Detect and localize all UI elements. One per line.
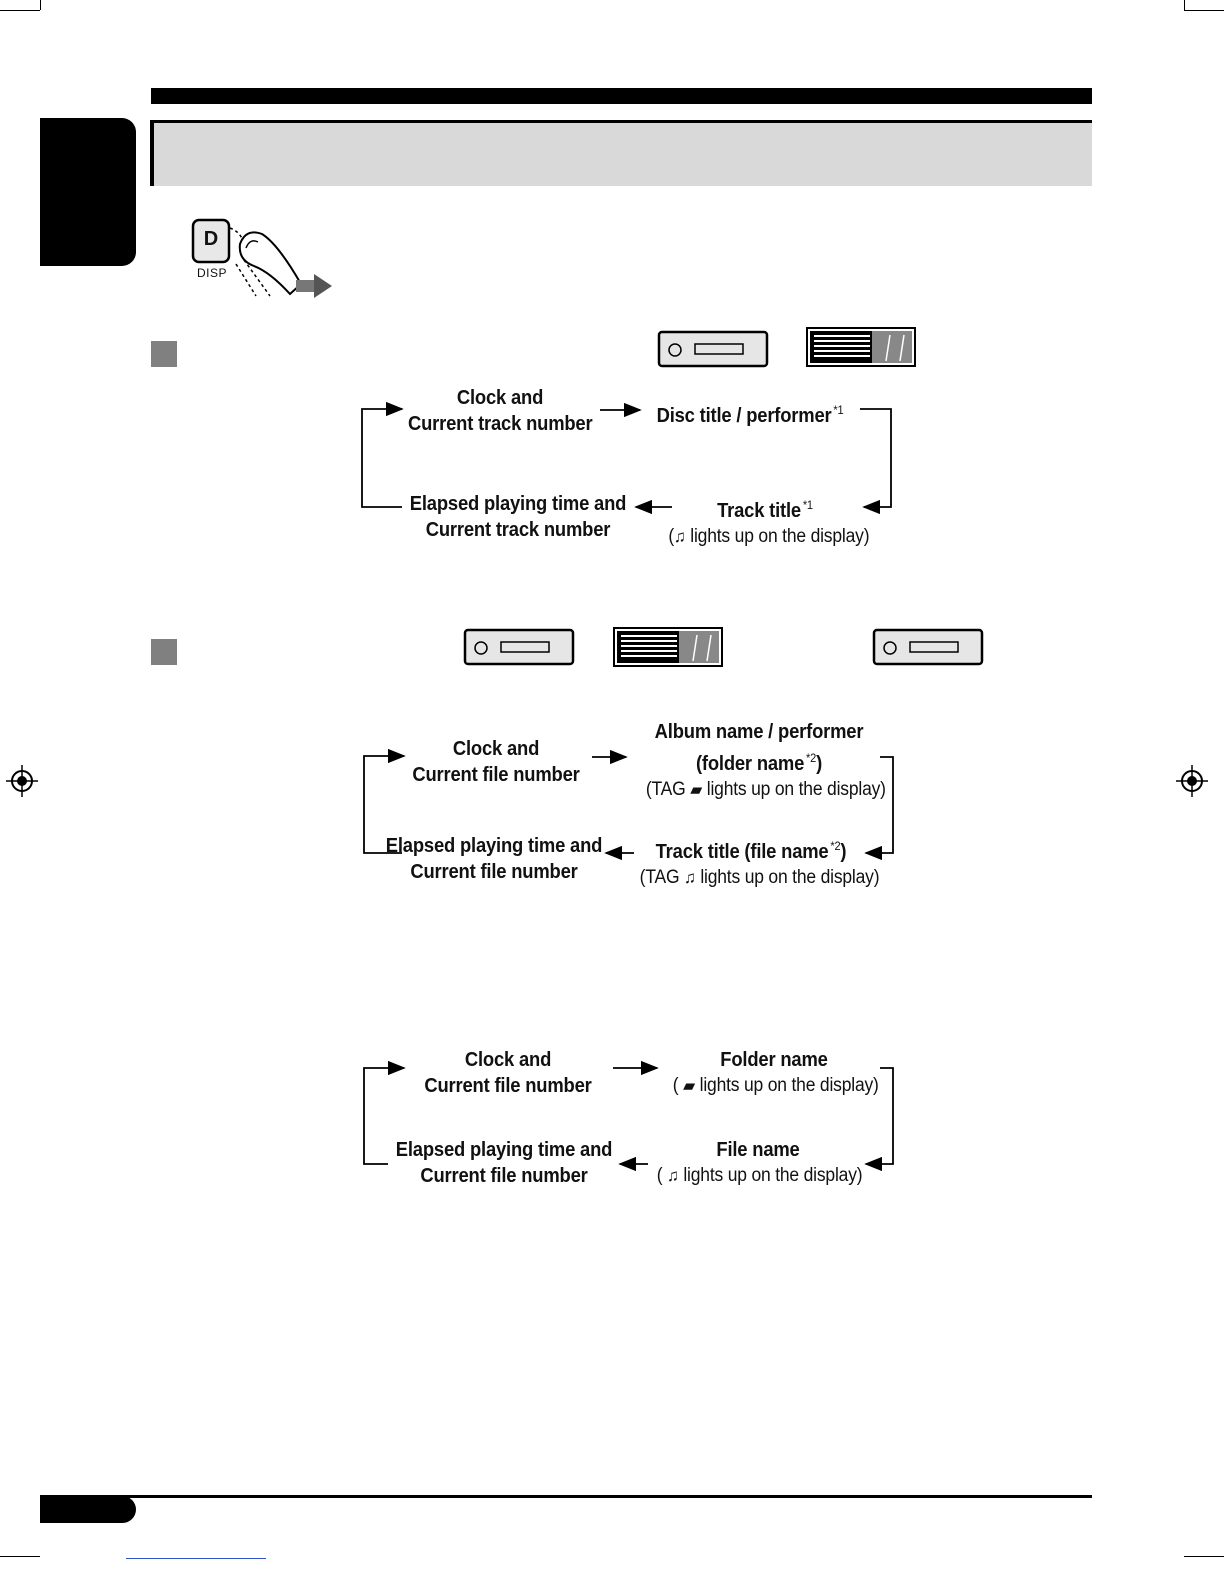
note-text: ( — [672, 1075, 684, 1096]
header-rule — [151, 88, 1092, 104]
folder-icon: ▰ — [683, 1076, 695, 1095]
crop-mark — [1184, 0, 1185, 10]
cycle-step-elapsed: Elapsed playing time and Current file nu… — [385, 833, 603, 885]
step-line: Clock and — [464, 1049, 552, 1071]
head-unit-closed-icon — [463, 628, 575, 666]
step-line: Album name / performer — [654, 721, 864, 743]
section-heading-band — [150, 120, 1092, 186]
step-line: Elapsed playing time and — [385, 835, 603, 857]
footnote-ref: *2 — [830, 839, 841, 853]
crop-mark — [1184, 1556, 1224, 1557]
note-icon: ♫ — [667, 1166, 679, 1185]
note-icon: ♫ — [684, 868, 696, 887]
crop-mark — [0, 1556, 40, 1557]
step-line: Clock and — [452, 738, 540, 760]
section-marker — [151, 341, 177, 367]
cycle-step-disc-title: Disc title / performer*1 — [649, 397, 851, 429]
cycle-step-clock: Clock and Current file number — [406, 736, 586, 788]
disp-button-illustration: D DISP — [186, 214, 336, 304]
step-line: Current file number — [410, 861, 578, 883]
cycle-step-elapsed: Elapsed playing time and Current track n… — [409, 491, 627, 543]
step-line: (folder name — [695, 753, 805, 775]
step-line: Current file number — [424, 1075, 592, 1097]
step-line: Folder name — [720, 1049, 828, 1071]
note-text: lights up on the display) — [685, 526, 870, 547]
cycle-step-clock: Clock and Current file number — [416, 1047, 600, 1099]
note-text: (TAG — [639, 867, 685, 888]
step-line: Current track number — [408, 413, 593, 435]
section-marker — [151, 639, 177, 665]
step-line: Track title — [717, 500, 801, 522]
step-line: ) — [816, 753, 823, 775]
note-text: ( — [656, 1165, 668, 1186]
head-unit-closed-icon — [657, 330, 769, 368]
head-unit-panel-open-icon — [806, 327, 916, 367]
page-number-tab — [40, 1496, 136, 1523]
heading-band-border — [150, 120, 154, 186]
footnote-ref: *1 — [833, 403, 844, 417]
step-line: Elapsed playing time and — [395, 1139, 613, 1161]
heading-band-border — [150, 120, 1092, 123]
footnote-ref: *1 — [802, 498, 813, 512]
cycle-step-clock: Clock and Current track number — [408, 385, 593, 437]
folder-icon: ▰ — [690, 780, 703, 799]
registration-mark-icon — [1176, 765, 1208, 797]
crop-mark — [0, 10, 40, 11]
disp-key-letter: D — [203, 228, 219, 250]
note-text: lights up on the display) — [694, 1075, 879, 1096]
note-text: lights up on the display) — [695, 867, 880, 888]
head-unit-panel-open-icon — [613, 627, 723, 667]
cycle-step-file-name: File name ( ♫ lights up on the display) — [656, 1137, 863, 1189]
step-line: Current track number — [425, 519, 611, 541]
registration-mark-icon — [6, 765, 38, 797]
language-side-tab — [40, 118, 136, 266]
note-text: (TAG — [645, 779, 691, 800]
footer-rule — [40, 1495, 1092, 1498]
cycle-step-elapsed: Elapsed playing time and Current file nu… — [395, 1137, 613, 1189]
note-text: lights up on the display) — [678, 1165, 863, 1186]
step-line: File name — [716, 1139, 800, 1161]
note-text: lights up on the display) — [702, 779, 886, 800]
step-line: Clock and — [456, 387, 544, 409]
footer-link-underline — [126, 1558, 266, 1559]
step-line: Elapsed playing time and — [409, 493, 627, 515]
step-line: ) — [840, 841, 847, 863]
step-line: Disc title / performer — [656, 405, 832, 427]
note-icon: ♫ — [674, 527, 686, 546]
cycle-step-album-name: Album name / performer (folder name*2) (… — [645, 719, 886, 803]
step-line: Track title (file name — [655, 841, 829, 863]
finger-press-icon — [191, 218, 332, 298]
footnote-ref: *2 — [806, 751, 817, 765]
step-line: Current file number — [412, 764, 580, 786]
head-unit-closed-icon — [872, 628, 984, 666]
disp-key-caption: DISP — [196, 266, 227, 280]
note-text: ( — [668, 526, 675, 547]
crop-mark — [1184, 10, 1224, 11]
cycle-step-track-title: Track title (file name*2) (TAG ♫ lights … — [639, 833, 880, 891]
cycle-step-track-title: Track title*1 (♫ lights up on the displa… — [668, 492, 869, 550]
cycle-step-folder-name: Folder name ( ▰ lights up on the display… — [672, 1047, 879, 1099]
step-line: Current file number — [420, 1165, 588, 1187]
crop-mark — [40, 0, 41, 10]
